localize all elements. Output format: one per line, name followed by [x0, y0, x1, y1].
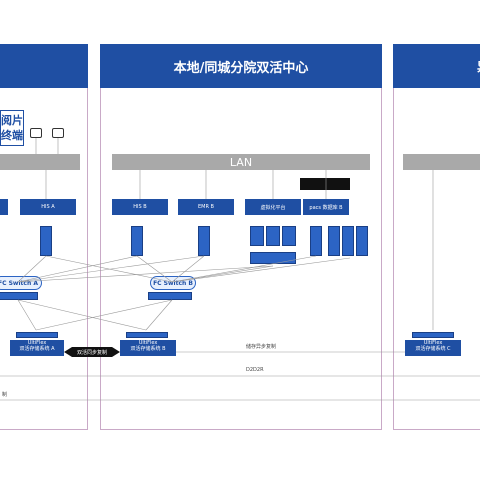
storage-system-a-text: UltiFlex 双活存储系统 A	[10, 340, 64, 356]
switch-bar-a	[0, 292, 38, 300]
storage-brand-c: UltiFlex	[423, 340, 443, 346]
storage-name-b: 双活存储系统 B	[130, 346, 166, 352]
storage-system-b-text: UltiFlex 双活存储系统 B	[120, 340, 176, 356]
storage-brand-a: UltiFlex	[27, 340, 47, 346]
sync-replication-label: 双活同步复制	[76, 349, 107, 356]
terminal-label-line1: 阅片	[1, 114, 23, 127]
server-icon-his-b	[131, 226, 143, 256]
storage-brand-b: UltiFlex	[138, 340, 158, 346]
server-rack-icon-virtualization	[250, 226, 296, 266]
async-replication-label: 储存异步复制	[246, 344, 277, 350]
storage-system-c: UltiFlex 双活存储系统 C	[405, 332, 461, 358]
server-label-his-b: HIS B	[112, 199, 168, 215]
panel-right	[393, 44, 480, 430]
server-label-his-a: HIS A	[20, 199, 76, 215]
server-label-emr-b: EMR B	[178, 199, 234, 215]
server-icon-his-a	[40, 226, 52, 256]
switch-bar-b	[148, 292, 192, 300]
d2d2r-label: D2D2R	[246, 367, 264, 373]
panel-left-header	[0, 44, 88, 88]
lan-bar-right	[403, 154, 480, 170]
storage-name-a: 双活存储系统 A	[19, 346, 55, 352]
server-label-pacs-db: pacs 数据库 B	[303, 199, 349, 215]
redacted-block	[300, 178, 350, 190]
terminal-label: 阅片 终端	[0, 110, 24, 146]
lan-bar-left	[0, 154, 80, 170]
storage-device-icon	[412, 332, 454, 338]
terminal-label-line2: 终端	[1, 129, 23, 142]
monitor-icon	[52, 128, 64, 138]
server-icon-pacs-db	[310, 226, 322, 256]
storage-device-icon	[126, 332, 168, 338]
storage-array-icon-pacs	[328, 226, 372, 258]
panel-center-header: 本地/同城分院双活中心	[100, 44, 382, 88]
server-label-virtualization: 虚拟化平台	[245, 199, 301, 215]
storage-system-b: UltiFlex 双活存储系统 B	[120, 332, 176, 358]
storage-name-c: 双活存储系统 C	[415, 346, 451, 352]
storage-system-a: UltiFlex 双活存储系统 A	[10, 332, 64, 358]
monitor-icon	[30, 128, 42, 138]
lan-label: LAN	[229, 155, 253, 169]
panel-right-header: 异	[393, 44, 480, 88]
storage-system-c-text: UltiFlex 双活存储系统 C	[405, 340, 461, 356]
fc-switch-a: FC Switch A	[0, 276, 42, 290]
server-label-left-edge	[0, 199, 8, 215]
server-icon-emr-b	[198, 226, 210, 256]
lan-bar-center: LAN	[112, 154, 370, 170]
bottom-left-label: 制	[2, 392, 8, 398]
storage-device-icon	[16, 332, 58, 338]
